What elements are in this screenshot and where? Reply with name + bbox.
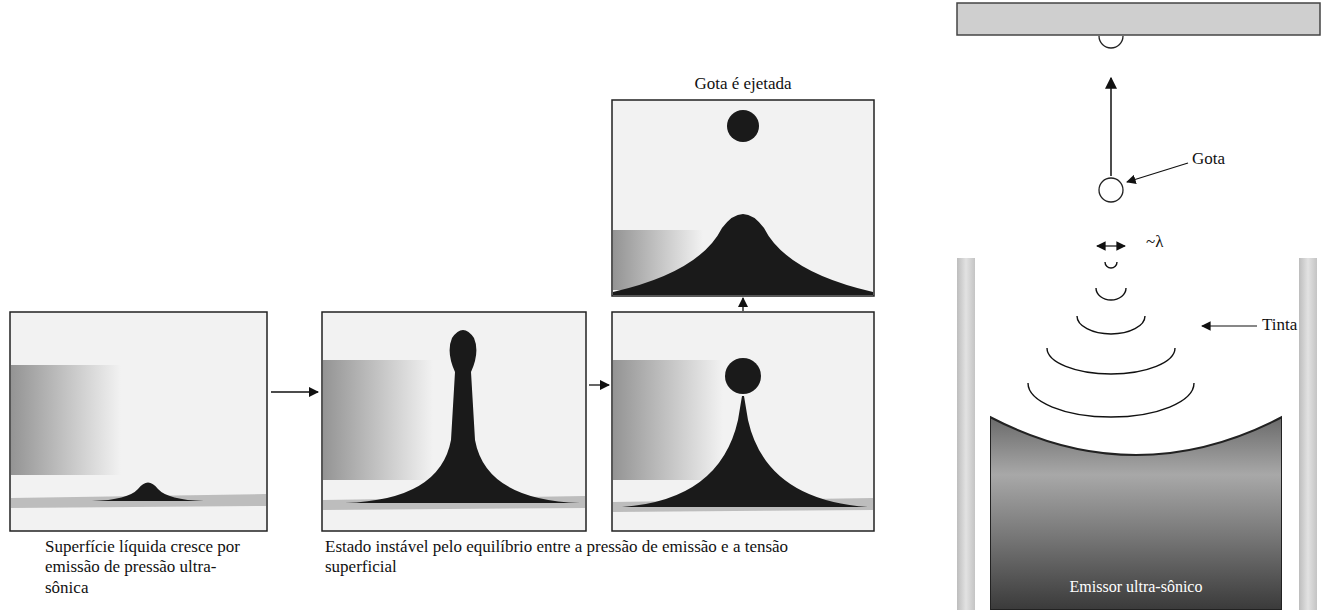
leader-line: [1202, 325, 1257, 326]
wavefronts: [1028, 262, 1194, 417]
caption: Estado instável pelo equilíbrio entre a …: [325, 537, 845, 578]
flow-arrow: [271, 391, 318, 392]
photo-panel: [10, 312, 267, 531]
landed-drop: [1099, 36, 1123, 48]
leader-line: [1127, 163, 1188, 182]
panel-heading: Gota é ejetada: [612, 74, 874, 94]
photo-panel: [322, 312, 586, 531]
photo-panel: [612, 312, 874, 531]
flow-arrow: [742, 298, 743, 311]
part-label: Tinta: [1262, 315, 1332, 335]
part-label: Gota: [1192, 149, 1252, 169]
target-plate: [957, 3, 1320, 35]
drop-symbol: [1099, 178, 1123, 202]
dimension-label: ~λ: [1146, 232, 1186, 252]
wavelength-arrow: [1097, 245, 1125, 246]
container-wall: [957, 258, 975, 610]
caption: Superfície líquida cresce por emissão de…: [45, 537, 250, 598]
flow-arrow: [589, 384, 609, 385]
emitter-body: Emissor ultra-sônico: [990, 415, 1282, 610]
container-wall: [1299, 258, 1317, 610]
photo-panel: [612, 100, 874, 296]
emitter-label: Emissor ultra-sônico: [1070, 578, 1203, 596]
motion-arrow: [1110, 78, 1112, 176]
